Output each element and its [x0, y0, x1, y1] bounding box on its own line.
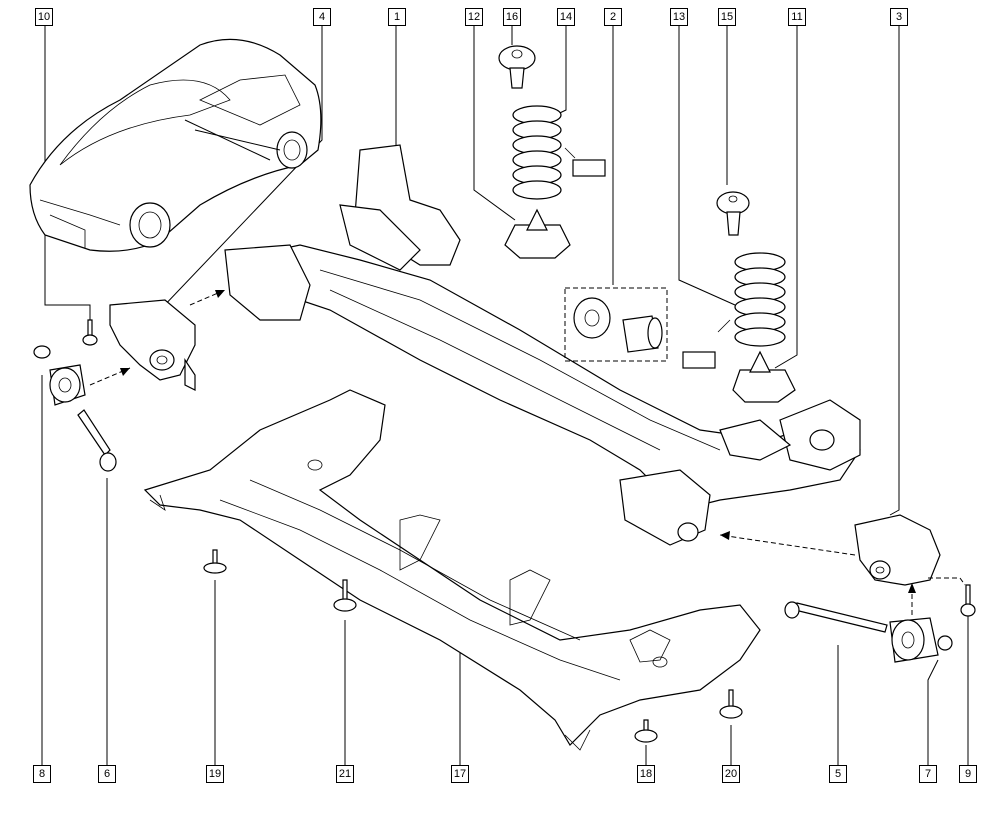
screw-21 — [333, 579, 357, 612]
screw-9 — [960, 584, 976, 617]
leader-lines — [41, 25, 969, 765]
spring-right — [734, 252, 786, 347]
callout-7: 7 — [919, 765, 937, 783]
rear-axle-beam — [224, 144, 861, 546]
callout-14: 14 — [557, 8, 575, 26]
bushing-kit — [564, 287, 668, 362]
callout-21: 21 — [336, 765, 354, 783]
callout-1: 1 — [388, 8, 406, 26]
callout-4: 4 — [313, 8, 331, 26]
subframe — [143, 389, 761, 751]
label-plate-left — [564, 147, 606, 177]
assembly-arrows — [89, 289, 966, 615]
callout-18: 18 — [637, 765, 655, 783]
vehicle-illustration — [29, 38, 322, 252]
long-bolt-right — [784, 601, 888, 633]
screw-19 — [203, 549, 227, 574]
callout-16: 16 — [503, 8, 521, 26]
callout-15: 15 — [718, 8, 736, 26]
callout-10: 10 — [35, 8, 53, 26]
callout-12: 12 — [465, 8, 483, 26]
bushing-right — [889, 617, 953, 663]
callout-5: 5 — [829, 765, 847, 783]
screw-18 — [634, 719, 658, 743]
callout-19: 19 — [206, 765, 224, 783]
right-bracket — [854, 514, 941, 586]
mount-16 — [498, 45, 536, 89]
screw-20 — [719, 689, 743, 719]
callout-17: 17 — [451, 765, 469, 783]
callout-11: 11 — [788, 8, 806, 26]
left-bracket — [109, 299, 196, 391]
spring-left — [512, 105, 562, 200]
callout-13: 13 — [670, 8, 688, 26]
callout-6: 6 — [98, 765, 116, 783]
mount-15 — [716, 191, 750, 236]
bump-stop-left — [504, 208, 571, 259]
callout-2: 2 — [604, 8, 622, 26]
screw-10 — [82, 319, 98, 346]
callout-3: 3 — [890, 8, 908, 26]
bushing-left — [33, 345, 86, 406]
callout-9: 9 — [959, 765, 977, 783]
long-bolt-left — [77, 409, 117, 472]
callout-8: 8 — [33, 765, 51, 783]
callout-20: 20 — [722, 765, 740, 783]
bump-stop-right — [732, 350, 796, 403]
label-plate-right — [682, 319, 731, 369]
